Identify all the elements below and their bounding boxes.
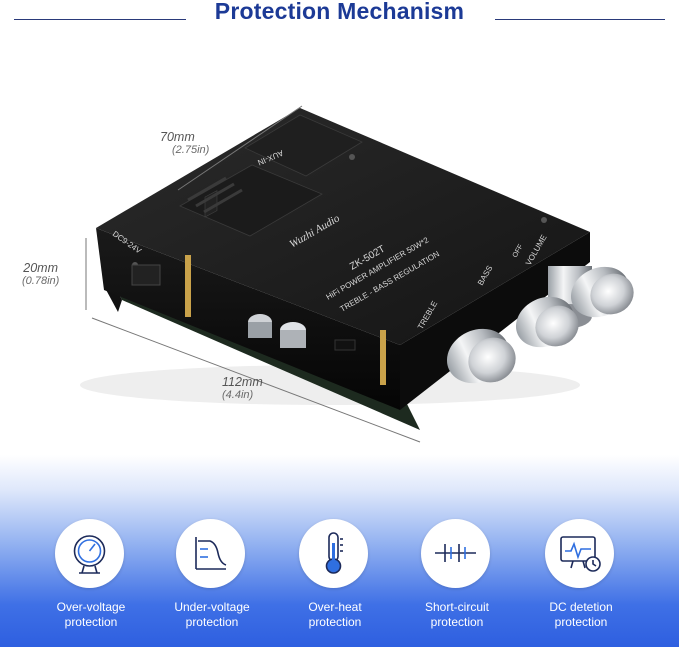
feature-label-line1: Over-voltage bbox=[56, 600, 126, 614]
feature-label: Under-voltage protection bbox=[153, 600, 271, 629]
feature-label: Over-voltage protection bbox=[32, 600, 150, 629]
feature-over-heat: Over-heat protection bbox=[276, 519, 394, 639]
feature-label-line2: protection bbox=[64, 614, 118, 629]
title-rule-left bbox=[14, 19, 186, 20]
monitor-icon bbox=[545, 519, 614, 588]
feature-label-line1: Under-voltage bbox=[174, 600, 250, 614]
knob-bass bbox=[515, 296, 579, 348]
feature-label-line2: protection bbox=[430, 614, 484, 629]
feature-label: DC detetion protection bbox=[522, 600, 640, 629]
dimension-width: 112mm (4.4in) bbox=[222, 375, 263, 401]
dimension-width-imperial: (4.4in) bbox=[222, 389, 254, 401]
feature-under-voltage: Under-voltage protection bbox=[153, 519, 271, 639]
knob-treble bbox=[446, 328, 516, 384]
circuit-icon bbox=[421, 519, 490, 588]
feature-label-line2: protection bbox=[308, 614, 362, 629]
dimension-length-value: 70mm bbox=[160, 130, 195, 144]
feature-short-circuit: Short-circuit protection bbox=[398, 519, 516, 639]
feature-label-line2: protection bbox=[185, 614, 239, 629]
thermometer-icon bbox=[299, 519, 368, 588]
feature-label-line1: Over-heat bbox=[308, 600, 362, 614]
dimension-width-value: 112mm bbox=[222, 375, 263, 389]
feature-label: Short-circuit protection bbox=[398, 600, 516, 629]
page-title: Protection Mechanism bbox=[214, 0, 465, 24]
header: Protection Mechanism bbox=[0, 0, 679, 30]
dimension-length-imperial: (2.75in) bbox=[172, 144, 210, 156]
dimension-height: 20mm (0.78in) bbox=[22, 261, 59, 287]
voltage-curve-icon bbox=[176, 519, 245, 588]
amplifier-board-image: AUX-IN DC9-24V Wuzhi Audio ZK-502T HiFi … bbox=[80, 105, 634, 443]
feature-label: Over-heat protection bbox=[276, 600, 394, 629]
feature-label-line1: DC detetion bbox=[549, 600, 613, 614]
feature-label-line1: Short-circuit bbox=[424, 600, 489, 614]
dimension-length: 70mm (2.75in) bbox=[160, 130, 209, 156]
dimension-height-imperial: (0.78in) bbox=[22, 275, 60, 287]
gauge-icon bbox=[55, 519, 124, 588]
title-rule-right bbox=[495, 19, 665, 20]
feature-label-line2: protection bbox=[554, 614, 608, 629]
feature-over-voltage: Over-voltage protection bbox=[32, 519, 150, 639]
feature-dc-detection: DC detetion protection bbox=[522, 519, 640, 639]
dimension-height-value: 20mm bbox=[23, 261, 59, 275]
